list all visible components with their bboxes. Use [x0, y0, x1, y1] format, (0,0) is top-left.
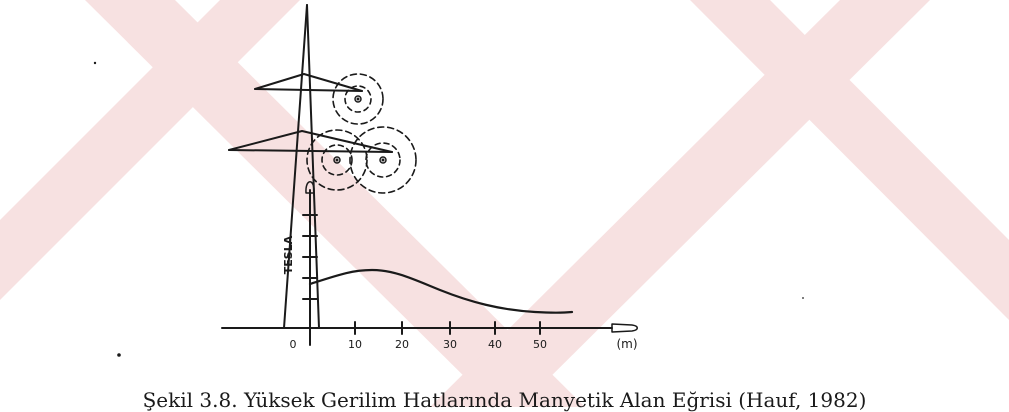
conductor-left-core [335, 158, 339, 162]
y-axis-label: TESLA [282, 235, 295, 274]
watermark-stroke-4 [0, 0, 300, 300]
tower-leg-right [306, 4, 320, 329]
y-axis [302, 181, 318, 346]
figure-caption: Şekil 3.8. Yüksek Gerilim Hatlarında Man… [142, 388, 867, 412]
x-tick-label: 50 [533, 338, 547, 351]
watermark-stroke-1 [85, 0, 585, 407]
conductor-top [332, 73, 384, 125]
watermark-stroke-2 [430, 0, 930, 407]
conductor-left-dot [333, 156, 341, 164]
speck [117, 353, 121, 357]
x-tick-labels: 0 10 20 30 40 50 [290, 338, 548, 351]
x-unit-label: (m) [616, 337, 637, 351]
tower-leg-left [283, 4, 308, 329]
speck [93, 61, 97, 65]
tower-lower-arm-base [228, 149, 393, 153]
x-axis [221, 321, 638, 335]
field-circle-left-inner [321, 144, 353, 176]
x-axis-arrowhead [611, 323, 638, 333]
tower-upper-arm [254, 73, 363, 92]
conductor-top-dot [354, 95, 362, 103]
x-tick-label: 0 [290, 338, 297, 351]
transmission-tower [228, 4, 393, 329]
magnetic-field-curve [308, 268, 574, 314]
x-tick-label: 40 [488, 338, 502, 351]
conductor-top-core [356, 97, 360, 101]
conductor-right-dot [379, 156, 387, 164]
field-circle-top-outer [332, 73, 384, 125]
tower-lower-arm [228, 130, 393, 153]
x-tick-label: 30 [443, 338, 457, 351]
conductor-right-core [381, 158, 385, 162]
field-circle-right-inner [365, 142, 401, 178]
conductor-right [349, 126, 417, 194]
x-tick-label: 20 [395, 338, 409, 351]
field-circle-left-outer [306, 129, 368, 191]
tower-upper-arm-base [254, 88, 363, 92]
field-circle-right-outer [349, 126, 417, 194]
x-tick-label: 10 [348, 338, 362, 351]
conductor-left [306, 129, 368, 191]
field-circle-top-inner [344, 85, 372, 113]
speck [802, 297, 804, 299]
y-axis-arrowhead [305, 181, 315, 194]
watermark-stroke-3 [690, 0, 1009, 320]
